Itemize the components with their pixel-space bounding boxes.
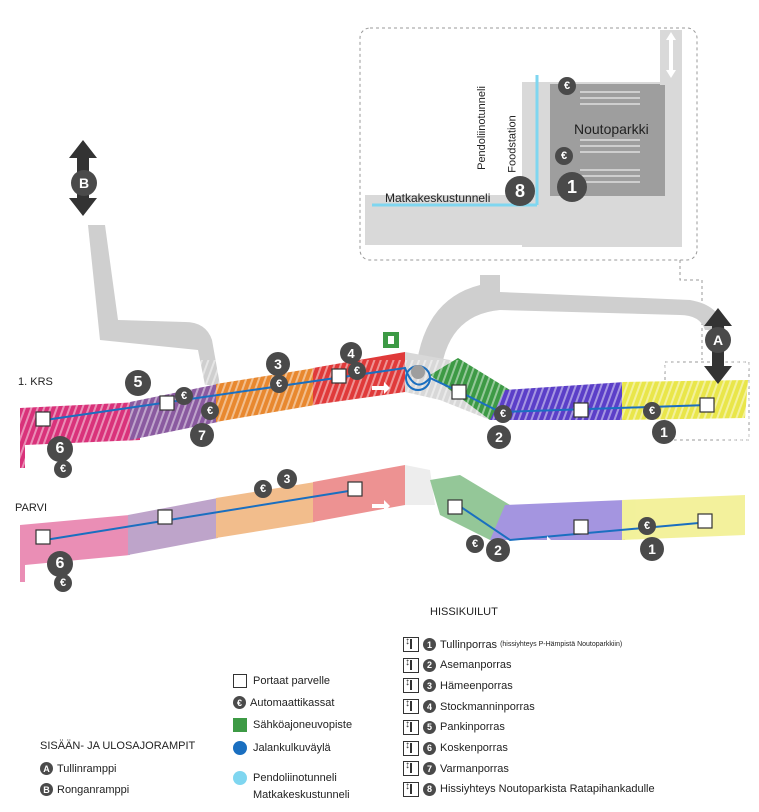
euro-marker-icon: € bbox=[466, 535, 484, 553]
walkway-dot-icon bbox=[233, 741, 247, 755]
lift-marker: 1 bbox=[640, 537, 664, 561]
ramp-b-marker[interactable]: B bbox=[71, 170, 97, 196]
legend-euro: €Automaattikassat bbox=[233, 696, 334, 709]
lift-marker: 2 bbox=[486, 538, 510, 562]
parvi-deck bbox=[20, 465, 745, 582]
lift-icon bbox=[403, 719, 419, 735]
legend-tunnel: Pendoliinotunneli bbox=[233, 771, 337, 785]
noutoparkki-label: Noutoparkki bbox=[574, 121, 649, 137]
euro-icon: € bbox=[233, 696, 246, 709]
lift-marker: 1 bbox=[652, 420, 676, 444]
euro-marker-icon: € bbox=[494, 405, 512, 423]
lift-icon bbox=[403, 657, 419, 673]
euro-marker-icon: € bbox=[54, 460, 72, 478]
parvi-label: PARVI bbox=[15, 502, 47, 514]
euro-marker-icon: € bbox=[558, 77, 576, 95]
lift-marker: 8 bbox=[505, 176, 535, 206]
lift-marker: 3 bbox=[266, 352, 290, 376]
legend-ev: Sähköajoneuvopiste bbox=[233, 718, 352, 732]
pendoliino-label: Pendoliinotunneli bbox=[475, 86, 488, 170]
lift-marker: 6 bbox=[47, 551, 73, 577]
tunnel-dot-icon bbox=[233, 771, 247, 785]
lift-marker: 2 bbox=[487, 425, 511, 449]
lift-icon bbox=[403, 781, 419, 797]
euro-marker-icon: € bbox=[270, 375, 288, 393]
lift-icon bbox=[403, 677, 419, 694]
matkakeskus-map-label: Matkakeskustunneli bbox=[385, 191, 491, 205]
euro-marker-icon: € bbox=[201, 402, 219, 420]
lift-marker: 4 bbox=[340, 342, 362, 364]
ev-charger-icon bbox=[233, 718, 247, 732]
lift-icon bbox=[403, 740, 419, 756]
lift-icon bbox=[403, 698, 419, 715]
legend-walkway: Jalankulkuväylä bbox=[233, 741, 331, 755]
euro-marker-icon: € bbox=[643, 402, 661, 420]
floor1-label: 1. KRS bbox=[18, 376, 53, 388]
lift-marker: 1 bbox=[557, 172, 587, 202]
ramp-a-marker[interactable]: A bbox=[705, 327, 731, 353]
euro-marker-icon: € bbox=[555, 147, 573, 165]
ramp-b-road bbox=[88, 225, 220, 385]
legend-stairs: Portaat parvelle bbox=[233, 674, 330, 688]
lift-marker: 5 bbox=[125, 370, 151, 396]
lift-marker: 3 bbox=[277, 469, 297, 489]
ramps-title: SISÄÄN- JA ULOSAJORAMPIT bbox=[40, 740, 196, 752]
euro-marker-icon: € bbox=[348, 362, 366, 380]
lift-marker: 7 bbox=[190, 423, 214, 447]
lift-icon bbox=[403, 636, 419, 652]
foodstation-label: Foodstation bbox=[506, 115, 519, 173]
walkway-floor1 bbox=[44, 366, 709, 421]
lifts-title: HISSIKUILUT bbox=[430, 606, 498, 618]
ramp-a-road bbox=[415, 275, 725, 380]
lift-marker: 6 bbox=[47, 436, 73, 462]
lift-icon bbox=[403, 760, 419, 777]
euro-marker-icon: € bbox=[175, 387, 193, 405]
euro-marker-icon: € bbox=[54, 574, 72, 592]
stairs-icons bbox=[35, 368, 715, 545]
euro-marker-icon: € bbox=[638, 517, 656, 535]
floor1-deck bbox=[20, 352, 750, 470]
stairs-icon bbox=[233, 674, 247, 688]
euro-marker-icon: € bbox=[254, 480, 272, 498]
legend-tunnel-2: Matkakeskustunneli bbox=[253, 789, 350, 801]
